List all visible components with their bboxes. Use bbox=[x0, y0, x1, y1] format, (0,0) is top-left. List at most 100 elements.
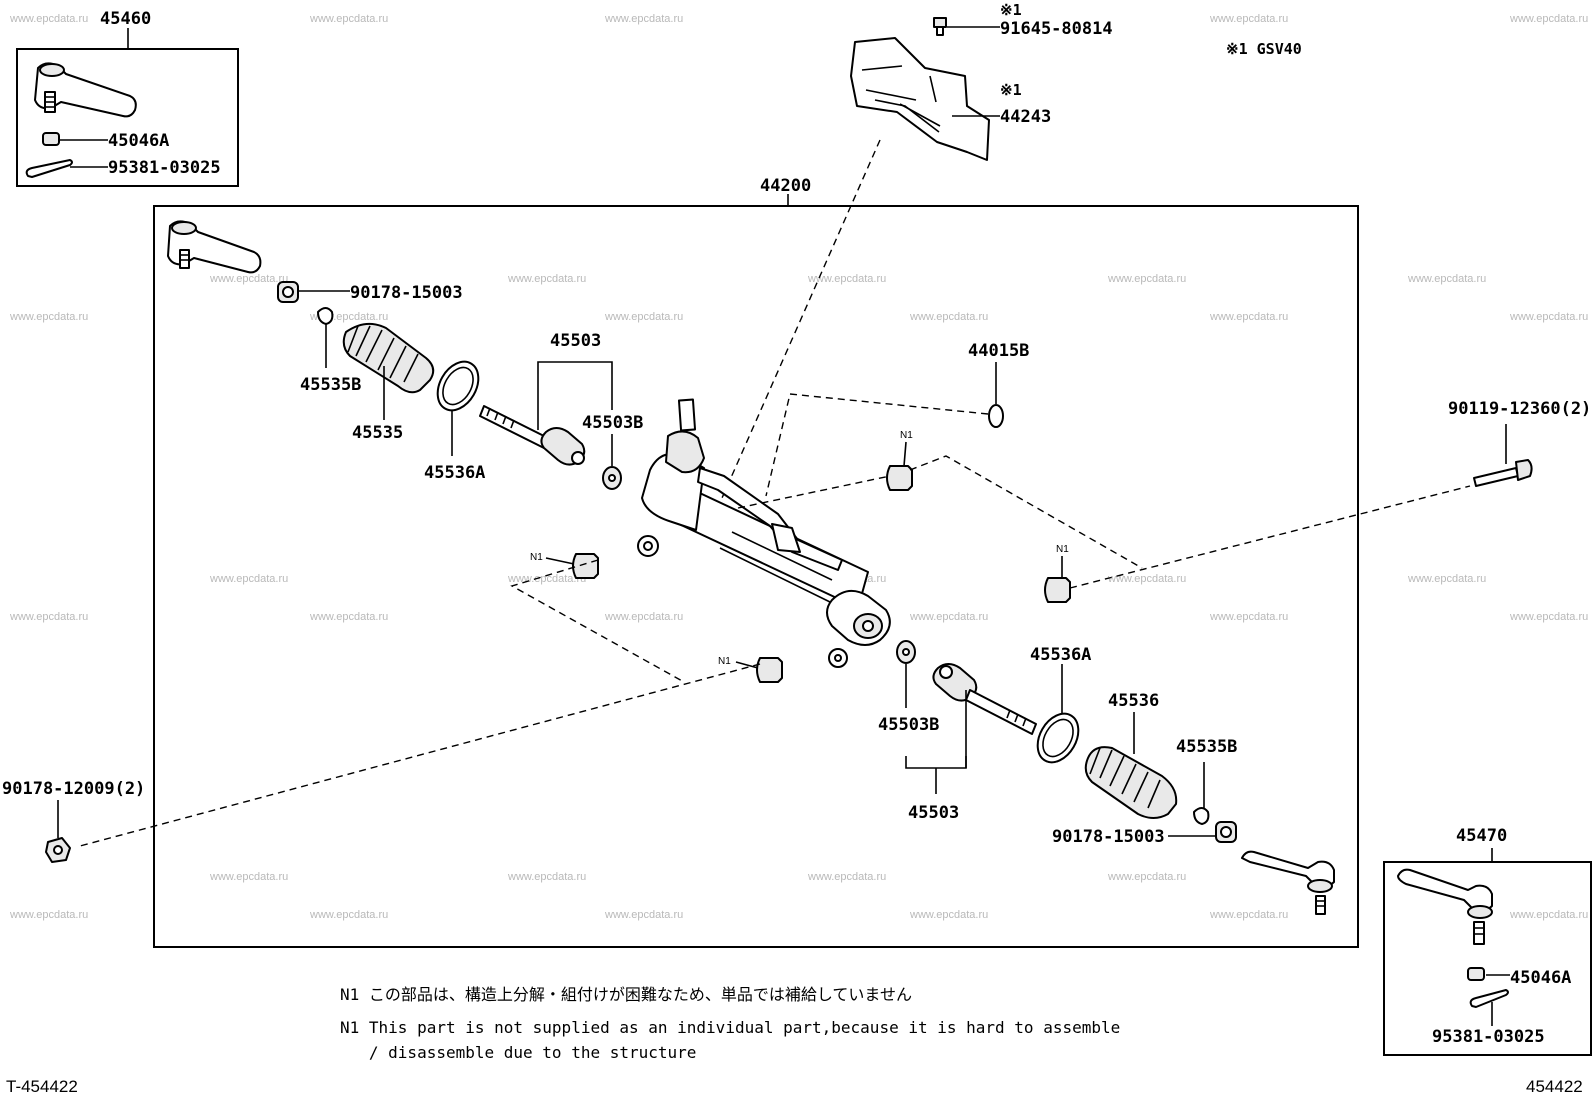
insulator-leader-line bbox=[721, 139, 881, 499]
watermark: www.epcdata.ru bbox=[909, 311, 988, 323]
tie-rod-end-left-icon bbox=[167, 220, 262, 274]
bolt-leader-line bbox=[1069, 485, 1471, 589]
bushing-n1-d: N1 bbox=[718, 656, 783, 683]
watermark: www.epcdata.ru bbox=[807, 273, 886, 285]
part-number-45503-top[interactable]: 45503 bbox=[550, 331, 601, 351]
bolt-icon bbox=[933, 17, 947, 36]
nut-icon bbox=[1467, 967, 1485, 981]
part-number-90178-12009[interactable]: 90178-12009(2) bbox=[2, 779, 145, 799]
watermark: www.epcdata.ru bbox=[604, 311, 683, 323]
part-number-90178-15003-left[interactable]: 90178-15003 bbox=[350, 283, 463, 303]
cotter-pin-icon bbox=[1469, 989, 1509, 1008]
watermark: www.epcdata.ru bbox=[309, 13, 388, 25]
n1-label: N1 bbox=[530, 552, 543, 563]
o-ring-leader-line bbox=[765, 393, 989, 497]
part-number-44243[interactable]: 44243 bbox=[1000, 107, 1051, 127]
watermark: www.epcdata.ru bbox=[807, 871, 886, 883]
heat-insulator-icon bbox=[850, 37, 990, 161]
bushing-n1-a: N1 bbox=[886, 430, 913, 491]
part-number-45535[interactable]: 45535 bbox=[352, 423, 403, 443]
nut-icon bbox=[42, 132, 60, 146]
watermark: www.epcdata.ru bbox=[1509, 13, 1588, 25]
tie-rod-end-kit-right: 45470 45046A 95381-03025 bbox=[1383, 826, 1592, 1056]
steering-rack-housing-icon bbox=[637, 398, 891, 668]
note-gsv40: ※1 GSV40 bbox=[1226, 40, 1302, 58]
mount-leader-line bbox=[909, 455, 1143, 569]
watermark: www.epcdata.ru bbox=[1209, 311, 1288, 323]
tie-rod-top-icon bbox=[479, 405, 586, 466]
cotter-pin-icon bbox=[25, 159, 73, 178]
watermark: www.epcdata.ru bbox=[909, 611, 988, 623]
part-number-45046A-bottom[interactable]: 45046A bbox=[1510, 968, 1571, 988]
lock-nut-left-icon bbox=[277, 281, 299, 303]
watermark: www.epcdata.ru bbox=[507, 871, 586, 883]
watermark: www.epcdata.ru bbox=[9, 909, 88, 921]
part-number-44200[interactable]: 44200 bbox=[760, 176, 811, 196]
rack-boot-right-icon bbox=[1084, 746, 1178, 819]
n1-label: N1 bbox=[900, 430, 913, 441]
note-japanese: N1 この部品は、構造上分解・組付けが困難なため、単品では補給していません bbox=[340, 985, 912, 1004]
tie-rod-bottom-icon bbox=[932, 663, 1037, 735]
boot-clamp-right-icon bbox=[1036, 712, 1080, 764]
part-number-45536[interactable]: 45536 bbox=[1108, 691, 1159, 711]
watermark: www.epcdata.ru bbox=[1209, 13, 1288, 25]
watermark: www.epcdata.ru bbox=[1107, 273, 1186, 285]
mount-leader-line bbox=[737, 475, 891, 509]
mounting-bolt-icon bbox=[1473, 459, 1533, 487]
part-number-90119-12360[interactable]: 90119-12360(2) bbox=[1448, 399, 1591, 419]
illustration-code-right: 454422 bbox=[1526, 1077, 1583, 1096]
watermark: www.epcdata.ru bbox=[209, 573, 288, 585]
n1-label: N1 bbox=[718, 656, 731, 667]
n1-label: N1 bbox=[1056, 544, 1069, 555]
boot-clip-left-icon bbox=[317, 307, 334, 325]
tie-rod-end-icon bbox=[34, 62, 137, 118]
watermark: www.epcdata.ru bbox=[209, 273, 288, 285]
illustration-code-left: T-454422 bbox=[6, 1077, 78, 1096]
part-number-45470[interactable]: 45470 bbox=[1456, 826, 1507, 846]
part-number-45536A-left[interactable]: 45536A bbox=[424, 463, 485, 483]
part-number-45503B-bottom[interactable]: 45503B bbox=[878, 715, 939, 735]
boot-clip-right-icon bbox=[1193, 807, 1210, 825]
mounting-nut-icon bbox=[45, 837, 71, 863]
kit-box-right bbox=[1383, 861, 1592, 1056]
watermark: www.epcdata.ru bbox=[309, 909, 388, 921]
watermark: www.epcdata.ru bbox=[1407, 573, 1486, 585]
watermark: www.epcdata.ru bbox=[9, 611, 88, 623]
watermark: www.epcdata.ru bbox=[604, 909, 683, 921]
part-number-95381-03025-bottom[interactable]: 95381-03025 bbox=[1432, 1027, 1545, 1047]
note-english-line2: / disassemble due to the structure bbox=[340, 1043, 696, 1062]
watermark: www.epcdata.ru bbox=[1509, 611, 1588, 623]
watermark: www.epcdata.ru bbox=[9, 311, 88, 323]
tie-rod-end-right-icon bbox=[1241, 850, 1335, 915]
part-number-45536A-right[interactable]: 45536A bbox=[1030, 645, 1091, 665]
lock-nut-right-icon bbox=[1215, 821, 1237, 843]
part-number-45460[interactable]: 45460 bbox=[100, 9, 151, 29]
part-number-45503-bottom[interactable]: 45503 bbox=[908, 803, 959, 823]
watermark: www.epcdata.ru bbox=[209, 871, 288, 883]
part-number-45503B-top[interactable]: 45503B bbox=[582, 413, 643, 433]
watermark: www.epcdata.ru bbox=[309, 611, 388, 623]
watermark: www.epcdata.ru bbox=[604, 13, 683, 25]
watermark: www.epcdata.ru bbox=[604, 611, 683, 623]
heat-insulator-group: ※1 91645-80814 ※1 44243 ※1 GSV40 bbox=[850, 1, 1302, 161]
boot-clamp-left-icon bbox=[436, 360, 480, 412]
nut-leader-line bbox=[79, 663, 761, 847]
tie-rod-end-icon bbox=[1397, 868, 1493, 945]
mark-91645: ※1 bbox=[1000, 1, 1022, 19]
tie-rod-end-kit-left: 45460 45046A 95381-03025 bbox=[16, 9, 239, 187]
part-number-44015B[interactable]: 44015B bbox=[968, 341, 1029, 361]
part-number-90178-15003-right[interactable]: 90178-15003 bbox=[1052, 827, 1165, 847]
watermarks: www.epcdata.ru www.epcdata.ru www.epcdat… bbox=[9, 13, 1588, 921]
bushing-n1-c: N1 bbox=[1044, 544, 1071, 603]
part-number-91645-80814[interactable]: 91645-80814 bbox=[1000, 19, 1113, 39]
part-number-45535B-right[interactable]: 45535B bbox=[1176, 737, 1237, 757]
claw-washer-bottom-icon bbox=[896, 640, 916, 664]
watermark: www.epcdata.ru bbox=[1509, 311, 1588, 323]
watermark: www.epcdata.ru bbox=[1107, 871, 1186, 883]
part-number-45046A-top[interactable]: 45046A bbox=[108, 131, 169, 151]
part-number-45535B-left[interactable]: 45535B bbox=[300, 375, 361, 395]
part-number-95381-03025-top[interactable]: 95381-03025 bbox=[108, 158, 221, 178]
assembly-box-44200 bbox=[153, 205, 1359, 948]
bushing-n1-b: N1 bbox=[530, 552, 599, 579]
